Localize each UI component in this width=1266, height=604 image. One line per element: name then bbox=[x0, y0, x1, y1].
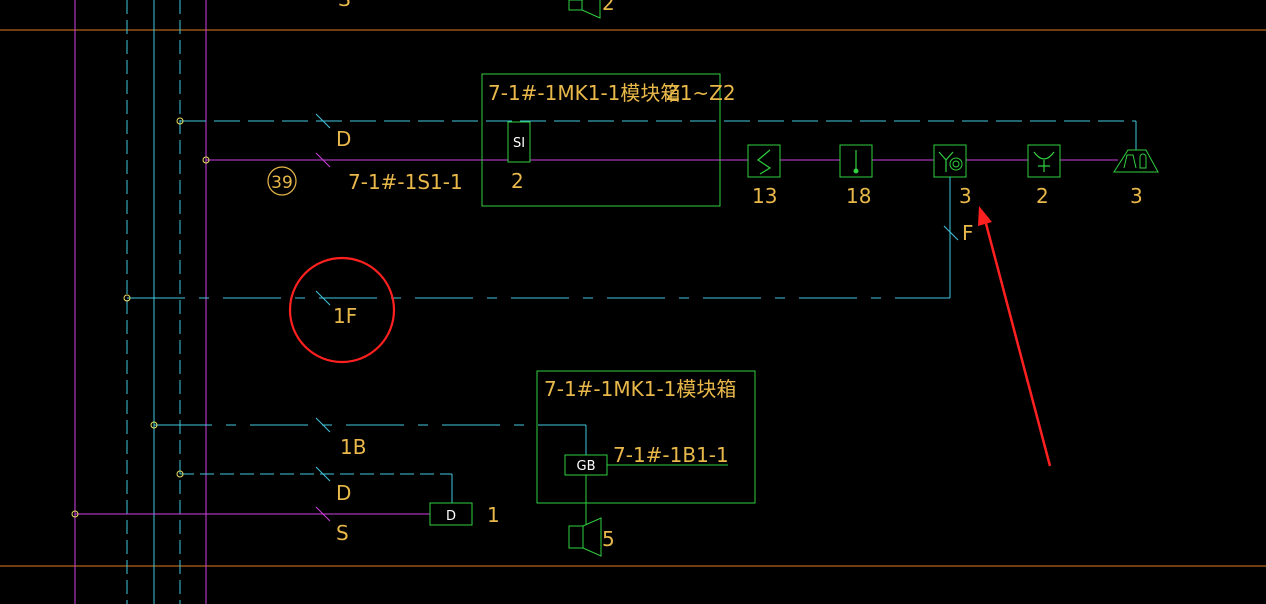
tick-1b bbox=[315, 417, 331, 433]
node-s-bottom bbox=[71, 510, 79, 518]
tick-d-top bbox=[315, 113, 331, 129]
tick-s-top bbox=[315, 152, 331, 168]
module-box-top bbox=[481, 73, 721, 207]
d-box bbox=[429, 502, 473, 526]
label-d-bottom: D bbox=[336, 481, 351, 505]
count-sounder-strobe: 3 bbox=[1130, 184, 1143, 208]
d-box-count: 1 bbox=[487, 503, 500, 527]
si-label: SI bbox=[513, 136, 525, 151]
label-1f: 1F bbox=[333, 304, 357, 328]
sounder-strobe-icon bbox=[1113, 149, 1159, 173]
loop-number: 39 bbox=[271, 173, 293, 193]
device-alarm-bell: 2 bbox=[1027, 144, 1061, 208]
si-module bbox=[507, 121, 531, 163]
tick-f bbox=[943, 225, 959, 241]
device-smoke-detector: 3 bbox=[933, 144, 972, 208]
node-d-top bbox=[176, 117, 184, 125]
device-heat-detector: 18 bbox=[839, 144, 873, 208]
loudspeaker-icon bbox=[568, 517, 602, 557]
top-speaker-count: 2 bbox=[602, 0, 615, 15]
count-smoke-detector: 3 bbox=[959, 184, 972, 208]
fire-alarm-bell-icon bbox=[1033, 151, 1055, 172]
highlight-circle-1f bbox=[288, 256, 396, 364]
gb-label: GB bbox=[577, 459, 596, 474]
label-s1: 7-1#-1S1-1 bbox=[348, 170, 463, 194]
count-heat-detector: 18 bbox=[846, 184, 871, 208]
device-sounder-strobe: 3 bbox=[1113, 149, 1159, 208]
manual-call-point-icon bbox=[756, 149, 772, 175]
module-box-bottom-title: 7-1#-1MK1-1模块箱 bbox=[544, 377, 736, 401]
top-s-label: S bbox=[338, 0, 351, 11]
label-f: F bbox=[962, 221, 974, 245]
node-d-bottom bbox=[176, 470, 184, 478]
label-s-bottom: S bbox=[336, 521, 349, 545]
speaker-count: 5 bbox=[602, 527, 615, 551]
loop-number-circle bbox=[267, 166, 297, 196]
node-s-top bbox=[202, 156, 210, 164]
device-manual-call: 13 bbox=[747, 144, 781, 208]
tick-1f bbox=[315, 290, 331, 306]
count-alarm-bell: 2 bbox=[1036, 184, 1049, 208]
node-1f bbox=[123, 294, 131, 302]
annotation-arrow-head bbox=[978, 206, 992, 226]
count-manual-call: 13 bbox=[752, 184, 777, 208]
annotation-arrow-shaft bbox=[982, 215, 1052, 467]
node-1b bbox=[150, 421, 158, 429]
si-count: 2 bbox=[511, 169, 524, 193]
module-box-top-title: 7-1#-1MK1-1模块箱 bbox=[488, 81, 680, 105]
label-1b: 1B bbox=[340, 435, 366, 459]
label-d-top: D bbox=[336, 127, 351, 151]
smoke-detector-icon bbox=[938, 151, 963, 172]
d-box-label: D bbox=[446, 509, 456, 524]
tick-d-bottom bbox=[315, 466, 331, 482]
top-speaker-icon bbox=[568, 0, 601, 19]
tick-s-bottom bbox=[315, 506, 331, 522]
label-b1: 7-1#-1B1-1 bbox=[613, 443, 729, 467]
module-box-top-zone: Z1~Z2 bbox=[666, 81, 736, 105]
module-box-bottom bbox=[536, 370, 756, 504]
